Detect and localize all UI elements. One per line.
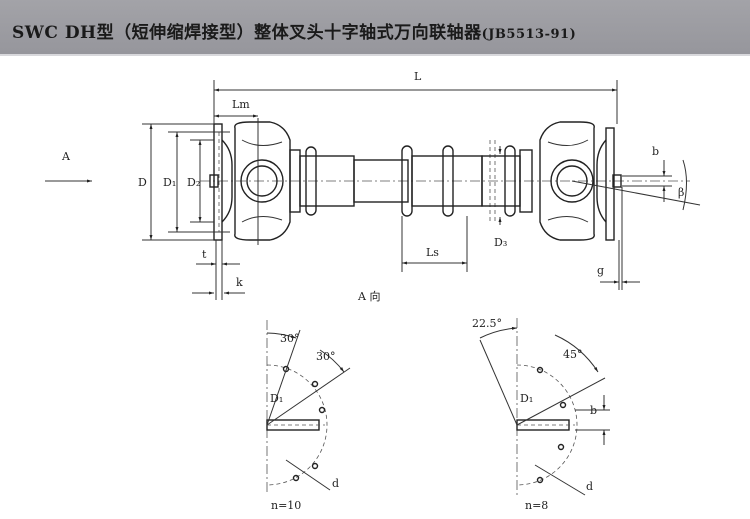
right-flange [596,127,622,241]
dimension-Lm: Lm [214,98,258,118]
detail-n8: 22.5° 45° D₁ b d n=8 [472,317,610,512]
view-arrow-a: A [45,150,92,183]
label-D2: D₂ [187,176,200,189]
label-b: b [652,145,659,158]
n10-d: d [332,477,339,490]
n8-d: d [586,480,593,493]
title-bar: SWC DH型（短伸缩焊接型）整体叉头十字轴式万向联轴器(JB5513-91) [0,0,750,56]
dimension-Ls: Ls [401,216,468,272]
n8-angle2: 45° [563,348,583,361]
shaft-tube [289,140,533,222]
n8-angle1: 22.5° [472,317,502,330]
dimension-L: L [213,70,618,124]
label-D3: D₃ [494,236,507,249]
n10-angle1: 30° [280,332,300,345]
standard-number: (JB5513-91) [481,27,577,42]
view-caption: A 向 [357,289,380,303]
detail-n10: 30° 30° D₁ d n=10 [266,320,351,512]
label-g: g [597,264,604,277]
dimension-D3: D₃ [494,146,507,249]
label-a: A [61,150,71,163]
label-Lm: Lm [232,98,250,111]
dimension-t-k: t k [192,240,245,300]
page-title: SWC DH型（短伸缩焊接型）整体叉头十字轴式万向联轴器(JB5513-91) [12,18,576,43]
label-t: t [202,248,207,261]
left-flange [209,123,233,241]
label-beta: β [678,186,684,199]
n8-caption: n=8 [525,499,548,512]
label-k: k [236,276,243,289]
n10-D1: D₁ [270,392,283,405]
dimension-D: D D₁ D₂ [138,123,230,241]
label-D1: D₁ [163,176,176,189]
dimension-b-beta: b β [571,145,701,211]
n8-b: b [590,404,597,417]
label-L: L [414,70,422,83]
dimension-g: g [597,187,640,290]
label-Ls: Ls [426,246,439,259]
n8-D1: D₁ [520,392,533,405]
title-text: SWC DH型（短伸缩焊接型）整体叉头十字轴式万向联轴器 [12,23,482,43]
coupling-drawing: A [45,70,701,512]
left-yoke [234,118,291,245]
n10-angle2: 30° [316,350,336,363]
label-D: D [138,176,147,189]
n10-caption: n=10 [271,499,301,512]
right-yoke [539,121,595,241]
